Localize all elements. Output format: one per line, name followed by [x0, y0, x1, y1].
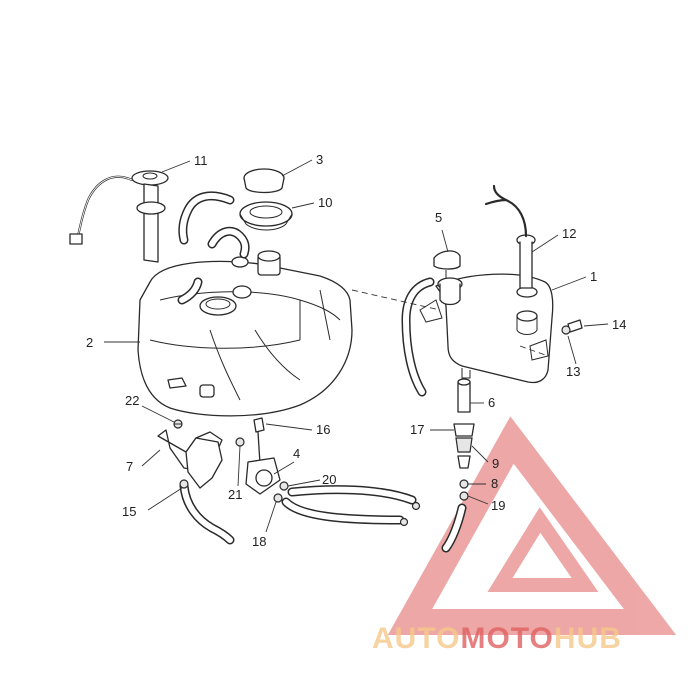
fuel-level-sender	[69, 170, 169, 263]
mounting-alignment-line	[351, 289, 549, 357]
pump-assembly	[441, 378, 475, 553]
leader-lines	[104, 159, 609, 533]
callout-3: 3	[316, 152, 323, 167]
callout-7: 7	[126, 459, 133, 474]
callout-13: 13	[566, 364, 580, 379]
overflow-hose	[401, 277, 435, 397]
callout-11: 11	[194, 153, 208, 168]
callout-12: 12	[562, 226, 576, 241]
callout-21: 21	[228, 487, 242, 502]
callout-9: 9	[492, 456, 499, 471]
callout-18: 18	[252, 534, 266, 549]
callout-8: 8	[491, 476, 498, 491]
callout-17: 17	[410, 422, 424, 437]
callout-5: 5	[435, 210, 442, 225]
callout-6: 6	[488, 395, 495, 410]
bolt-and-washer	[561, 319, 583, 335]
filler-neck-ring	[239, 201, 293, 231]
watermark-auto: AUTO	[372, 622, 460, 655]
bracket	[157, 419, 223, 489]
callout-4: 4	[293, 446, 300, 461]
fuel-tap	[235, 417, 289, 503]
filler-cap	[243, 168, 285, 194]
watermark-moto: MOTO	[460, 622, 553, 655]
callout-15: 15	[122, 504, 136, 519]
fuel-lines	[281, 485, 421, 527]
callout-labels: 11 3 10 5 12 1 2 14 13 6 22 16 17 7 4 9 …	[86, 152, 626, 549]
vent-hoses	[177, 191, 250, 305]
callout-16: 16	[316, 422, 330, 437]
callout-2: 2	[86, 335, 93, 350]
callout-1: 1	[590, 269, 597, 284]
callout-20: 20	[322, 472, 336, 487]
coolant-reservoir	[419, 273, 554, 384]
watermark-text: AUTOMOTOHUB	[372, 622, 622, 655]
fuel-tank	[137, 250, 353, 417]
callout-19: 19	[491, 498, 505, 513]
callout-14: 14	[612, 317, 626, 332]
drain-hose	[179, 479, 235, 545]
callout-22: 22	[125, 393, 139, 408]
callout-10: 10	[318, 195, 332, 210]
level-sensor	[484, 184, 536, 289]
watermark-logo-triangle	[387, 416, 677, 635]
watermark-hub: HUB	[554, 622, 622, 655]
reservoir-cap	[433, 250, 461, 278]
